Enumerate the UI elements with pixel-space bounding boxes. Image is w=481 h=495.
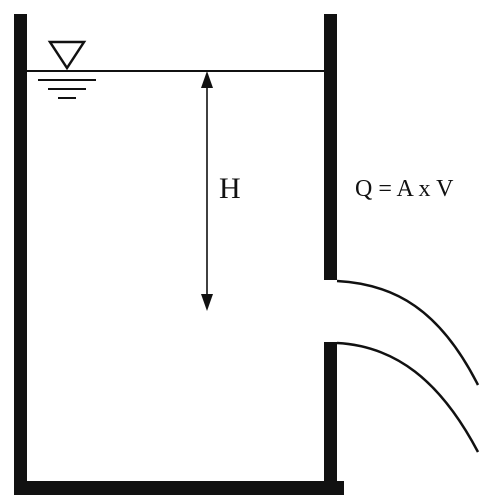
tank-bottom-wall xyxy=(14,481,344,495)
tank-right-wall-lower xyxy=(324,342,337,495)
arrow-up-icon xyxy=(201,71,213,88)
outflow-jet xyxy=(336,279,480,453)
tank-right-wall-upper xyxy=(324,14,337,280)
flow-equation-label: Q = A x V xyxy=(355,176,454,202)
head-dimension-arrow xyxy=(201,71,213,311)
tank-left-wall xyxy=(14,14,27,495)
free-surface-triangle-icon xyxy=(38,40,96,99)
tank xyxy=(14,14,344,495)
head-label: H xyxy=(219,172,241,205)
jet-upper-streamline xyxy=(336,279,480,386)
arrow-down-icon xyxy=(201,294,213,311)
jet-lower-streamline xyxy=(336,341,480,453)
